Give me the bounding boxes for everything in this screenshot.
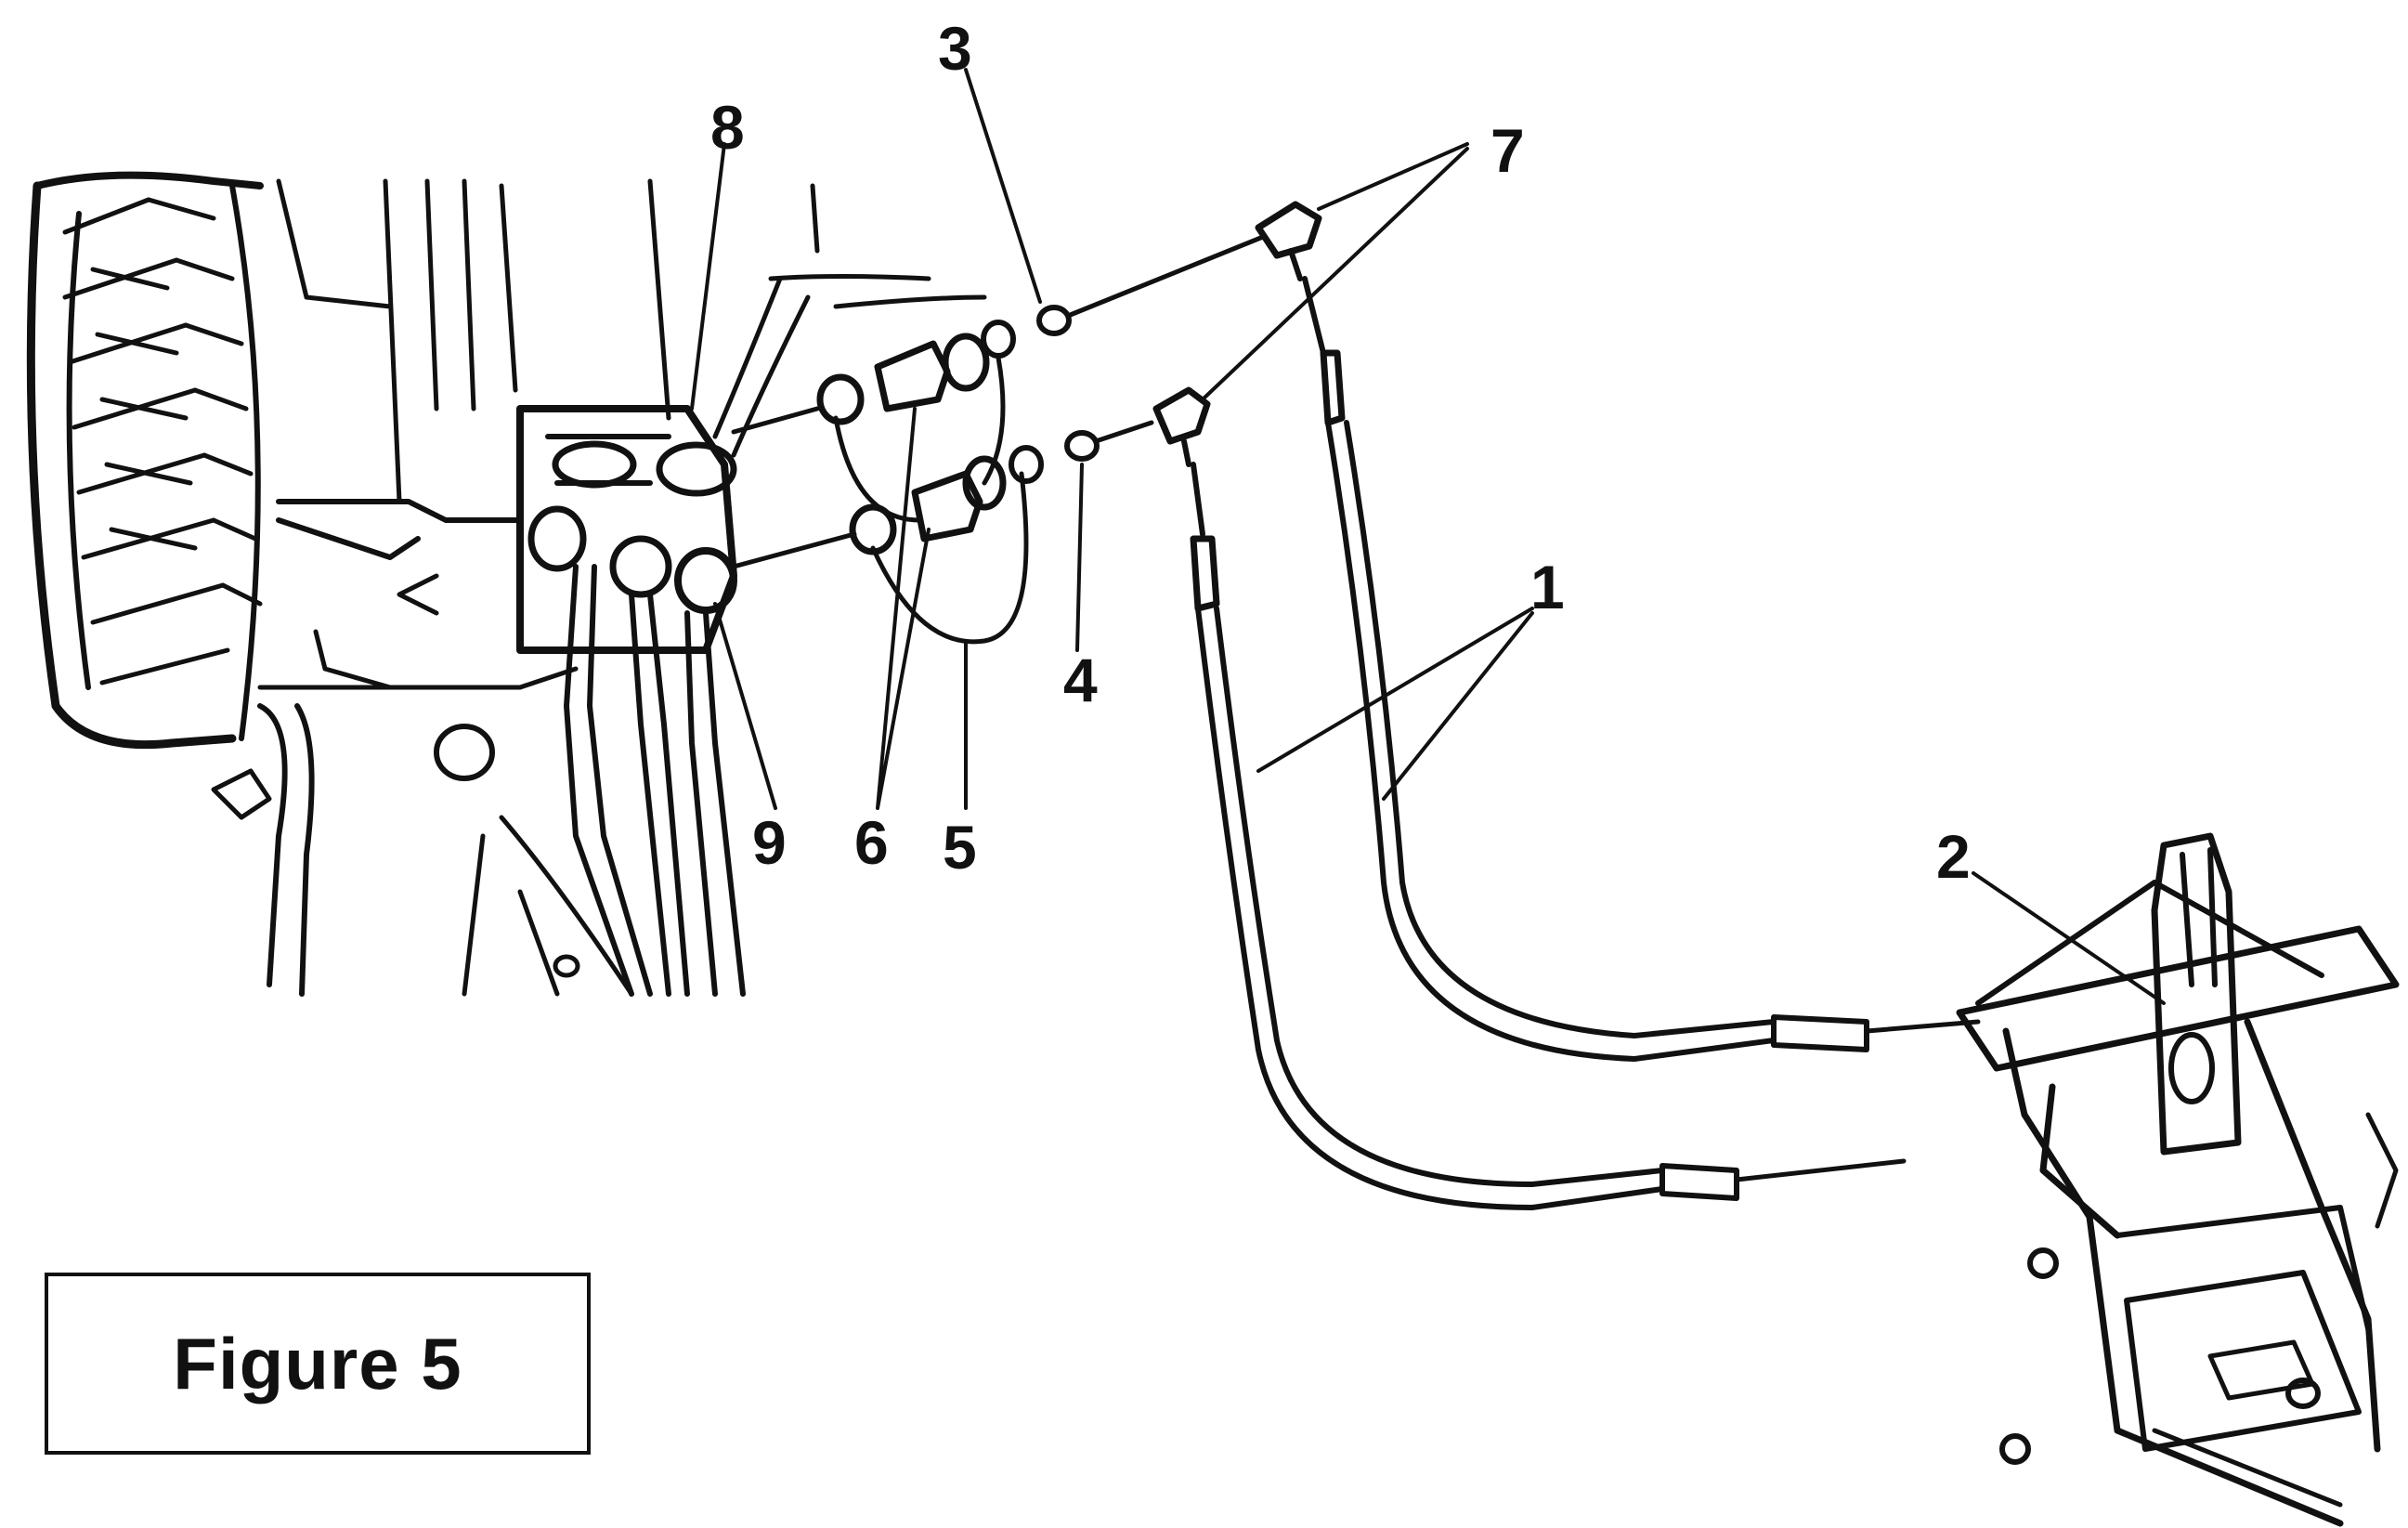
upper-coupler [816,305,1072,425]
callout-4: 4 [1063,646,1098,714]
callout-8: 8 [710,93,745,162]
mid-tether [982,355,1006,486]
callout-3: 3 [938,14,972,83]
figure-caption: Figure 5 [173,1322,462,1404]
lower-coupler [849,430,1100,555]
valve-block [397,405,737,781]
callout-1: 1 [1530,553,1565,621]
leader-lines [690,68,2166,1005]
figure-caption-box: Figure 5 [45,1273,591,1455]
lower-tether [870,471,1029,645]
callout-numbers: 3 8 7 1 4 9 6 5 2 [710,14,1971,891]
callout-5: 5 [943,813,977,882]
callout-7: 7 [1490,116,1525,185]
tractor-hoses [462,564,746,997]
callout-6: 6 [854,808,889,877]
callout-2: 2 [1936,822,1971,891]
hydraulic-hoses [1190,276,1981,1210]
hose-end-fittings [1152,201,1322,467]
tractor-frame [211,178,987,997]
implement-illustration [1956,832,2400,1527]
coupler-assembly [731,201,1322,645]
tractor-illustration [26,171,987,997]
callout-9: 9 [752,808,787,877]
rear-tire [26,171,264,750]
